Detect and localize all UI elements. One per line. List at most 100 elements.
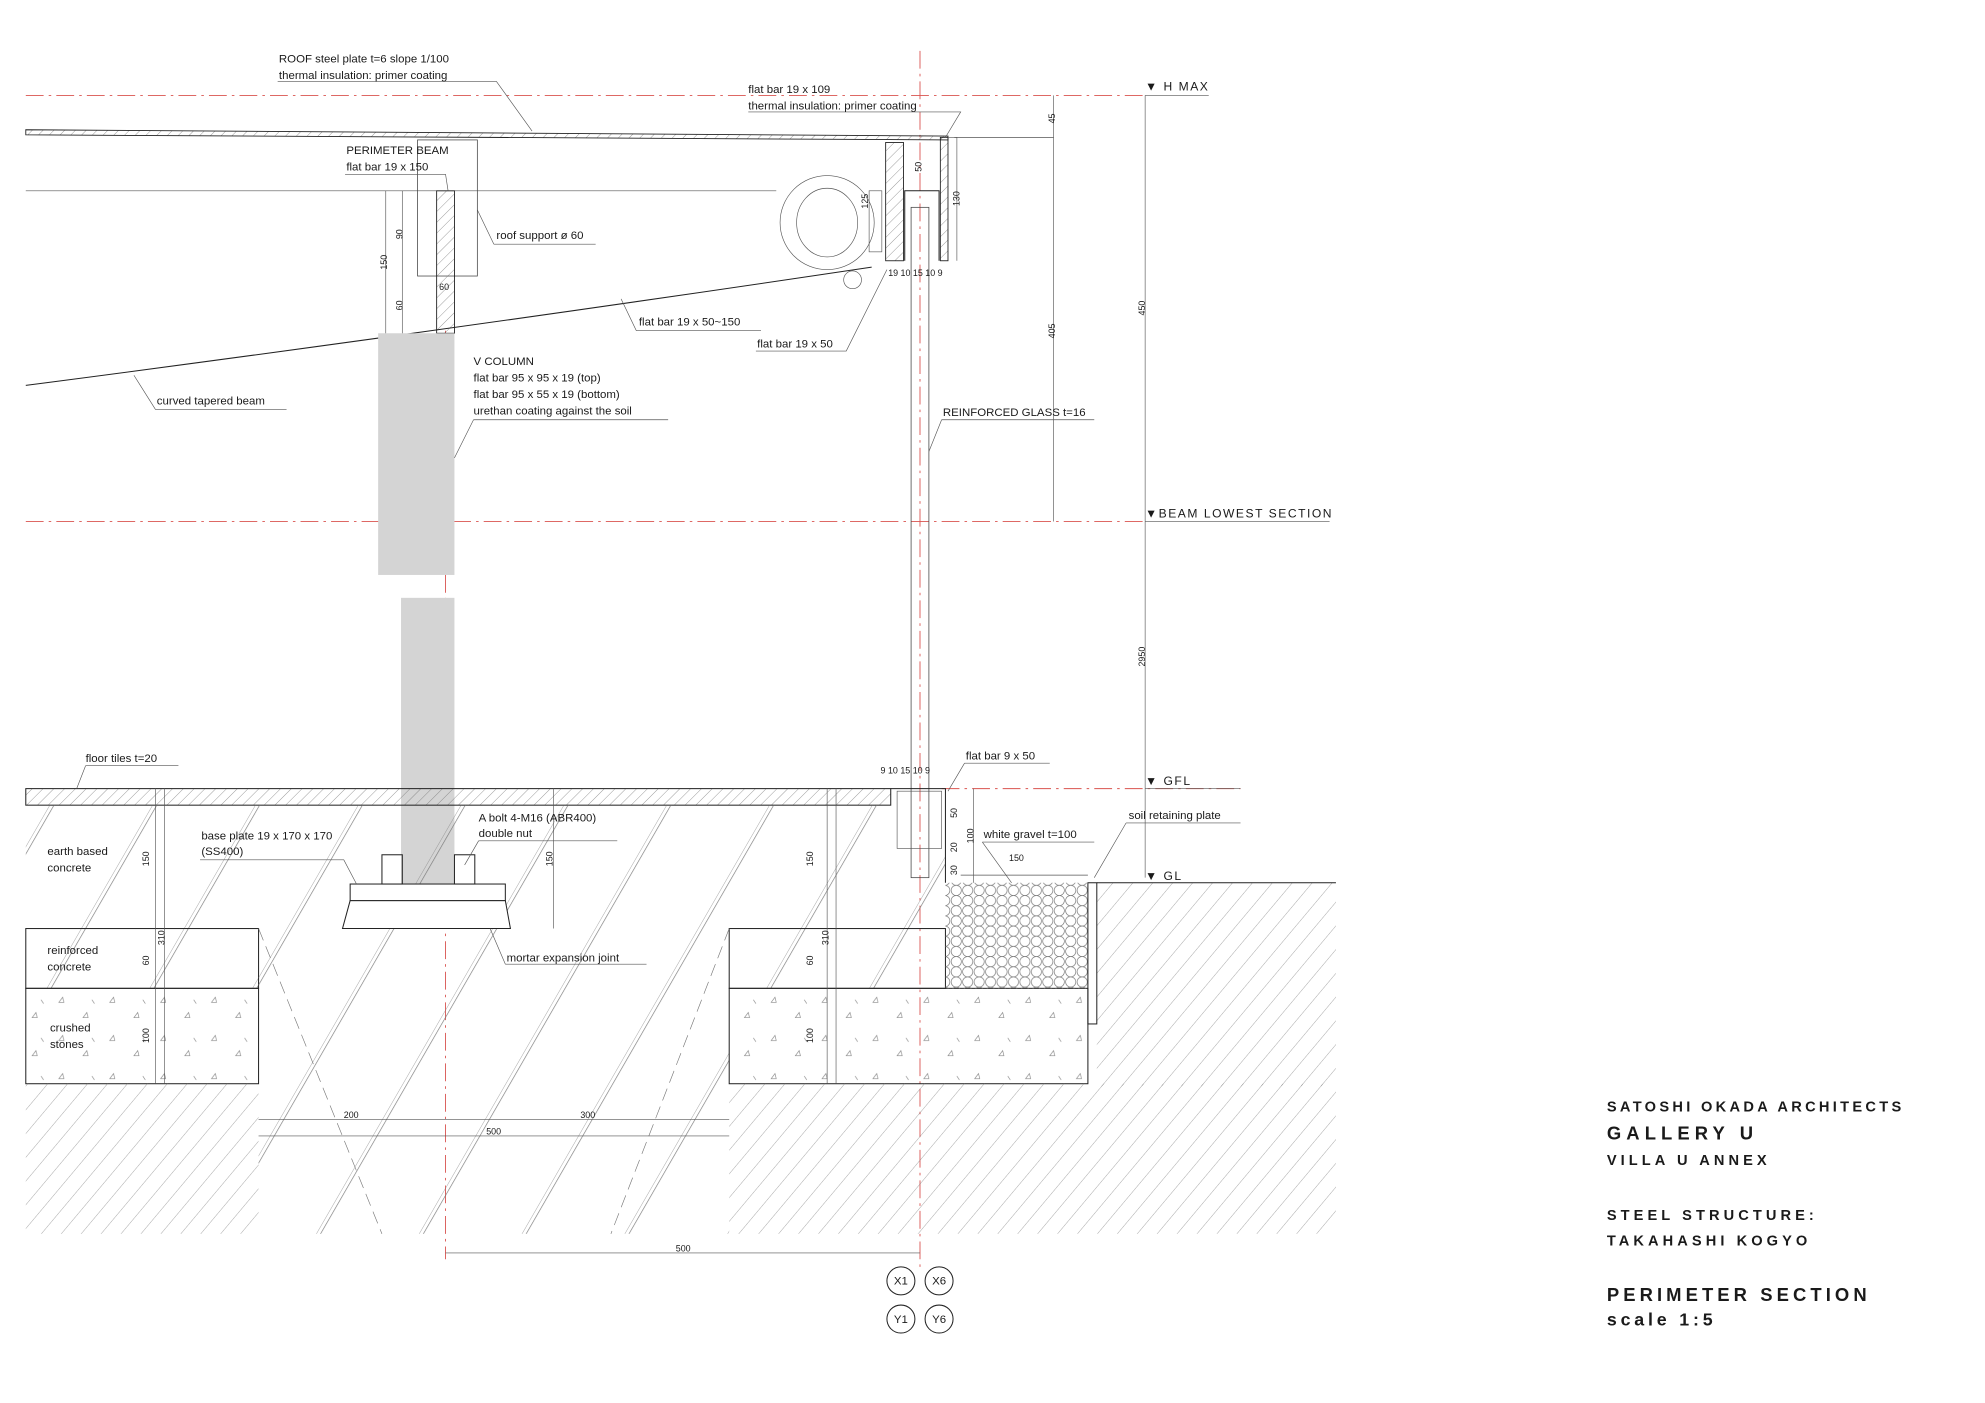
white-gravel — [945, 882, 1088, 989]
level-labels: ▼ H MAX ▼BEAM LOWEST SECTION ▼ GFL ▼ GL — [1145, 79, 1333, 883]
grid-markers: X1 X6 Y1 Y6 — [886, 1266, 954, 1334]
dim: 405 — [1047, 323, 1057, 338]
label-roof-insulation: thermal insulation: primer coating — [279, 70, 447, 82]
dim: 150 — [544, 851, 554, 866]
crushed-stones-right — [728, 987, 1089, 1085]
label-white-gravel: white gravel t=100 — [983, 829, 1077, 841]
dim: 50 — [949, 808, 959, 818]
level-beam-lowest: ▼BEAM LOWEST SECTION — [1145, 507, 1333, 521]
label-ss400: (SS400) — [201, 846, 243, 858]
dim: 50 — [913, 162, 923, 172]
reinforced-concrete-left — [25, 928, 260, 989]
dim: 19 10 15 10 9 — [888, 268, 942, 278]
grid-marker-x1: X1 — [894, 1276, 908, 1288]
dim: 2950 — [1137, 647, 1147, 667]
label-flat-bar-9x50: flat bar 9 x 50 — [966, 750, 1035, 762]
dim: 500 — [676, 1244, 691, 1254]
annotations: ROOF steel plate t=6 slope 1/100 thermal… — [47, 53, 1220, 1051]
label-v-column: V COLUMN — [474, 356, 534, 368]
grid-marker-x6: X6 — [932, 1276, 946, 1288]
label-crushed-stones: crushed — [50, 1023, 91, 1035]
dim: 130 — [951, 191, 961, 206]
label-glass: REINFORCED GLASS t=16 — [943, 407, 1086, 419]
label-base-plate: base plate 19 x 170 x 170 — [201, 831, 332, 843]
dim: 60 — [394, 300, 404, 310]
label-perimeter-beam: PERIMETER BEAM — [346, 145, 448, 157]
label-crushed-stones-2: stones — [50, 1039, 84, 1051]
roof-support — [779, 175, 875, 290]
dim: 100 — [805, 1028, 815, 1043]
dim: 150 — [1009, 853, 1024, 863]
label-a-bolt: A bolt 4-M16 (ABR400) — [479, 813, 597, 825]
dimension-labels: 45 405 450 2950 50 130 125 19 10 15 10 9… — [141, 113, 1147, 1253]
label-earth-concrete: earth based — [47, 846, 107, 858]
reinforced-concrete-right — [728, 928, 946, 989]
level-gl: ▼ GL — [1145, 869, 1183, 883]
crushed-stones-left — [25, 987, 260, 1085]
dim: 200 — [344, 1110, 359, 1120]
label-curved-beam: curved tapered beam — [157, 395, 265, 407]
dim: 100 — [965, 828, 975, 843]
dim: 150 — [141, 851, 151, 866]
dim: 310 — [156, 930, 166, 945]
label-reinforced-concrete-2: concrete — [47, 962, 91, 974]
dim: 60 — [805, 955, 815, 965]
leader-lines — [76, 81, 1241, 965]
dim: 100 — [141, 1028, 151, 1043]
flat-bar-19x150 — [436, 190, 455, 334]
dim: 45 — [1047, 113, 1057, 123]
dim: 450 — [1137, 301, 1147, 316]
label-floor-tiles: floor tiles t=20 — [86, 753, 158, 765]
v-column-top — [378, 333, 455, 575]
label-roof-plate: ROOF steel plate t=6 slope 1/100 — [279, 53, 449, 65]
label-v-column-bottom: flat bar 95 x 55 x 19 (bottom) — [474, 389, 620, 401]
label-fascia-insulation: thermal insulation: primer coating — [748, 100, 916, 112]
label-flat-bar-150: flat bar 19 x 150 — [346, 161, 428, 173]
soil-retaining-plate — [1087, 882, 1098, 1025]
dim: 30 — [949, 865, 959, 875]
structure-firm: TAKAHASHI KOGYO — [1607, 1233, 1811, 1249]
label-earth-concrete-2: concrete — [47, 862, 91, 874]
label-flat-bar-19x50: flat bar 19 x 50 — [757, 338, 833, 350]
firm-name: SATOSHI OKADA ARCHITECTS — [1607, 1100, 1905, 1116]
soil-gl — [1096, 882, 1336, 1087]
dim: 20 — [949, 842, 959, 852]
label-soil-plate: soil retaining plate — [1129, 810, 1221, 822]
project-subtitle: VILLA U ANNEX — [1607, 1153, 1771, 1169]
grid-marker-y1: Y1 — [894, 1314, 908, 1326]
level-h-max: ▼ H MAX — [1145, 79, 1209, 93]
dimension-lines — [155, 95, 1146, 1254]
label-mortar-joint: mortar expansion joint — [507, 953, 620, 965]
soil-left — [25, 1083, 259, 1234]
label-roof-support: roof support ø 60 — [496, 230, 583, 242]
dim: 125 — [860, 194, 870, 209]
grid-marker-y6: Y6 — [932, 1314, 946, 1326]
label-urethan: urethan coating against the soil — [474, 406, 632, 418]
dim: 60 — [439, 282, 449, 292]
level-gfl: ▼ GFL — [1145, 774, 1191, 788]
label-flat-bar-109: flat bar 19 x 109 — [748, 84, 830, 96]
curved-tapered-beam — [25, 266, 872, 386]
dim: 9 10 15 10 9 — [881, 765, 930, 775]
dim: 310 — [820, 930, 830, 945]
drawing-scale: scale 1:5 — [1607, 1309, 1717, 1329]
label-flat-bar-50-150: flat bar 19 x 50~150 — [639, 317, 740, 329]
label-reinforced-concrete: reinforced — [47, 945, 98, 957]
project-name: GALLERY U — [1607, 1123, 1758, 1144]
label-double-nut: double nut — [479, 828, 533, 840]
footing-center — [258, 928, 730, 1234]
dim: 150 — [379, 255, 389, 270]
roof-steel-plate — [25, 129, 949, 141]
dim: 60 — [141, 955, 151, 965]
label-v-column-top: flat bar 95 x 95 x 19 (top) — [474, 373, 601, 385]
base-plate — [341, 854, 512, 930]
dim: 150 — [805, 851, 815, 866]
soil-right — [729, 1083, 1336, 1234]
dim: 90 — [394, 229, 404, 239]
drawing-title: PERIMETER SECTION — [1607, 1284, 1871, 1305]
dim: 500 — [486, 1127, 501, 1137]
title-block: SATOSHI OKADA ARCHITECTS GALLERY U VILLA… — [1607, 1100, 1905, 1330]
dim: 300 — [580, 1110, 595, 1120]
fascia-detail — [868, 136, 949, 262]
